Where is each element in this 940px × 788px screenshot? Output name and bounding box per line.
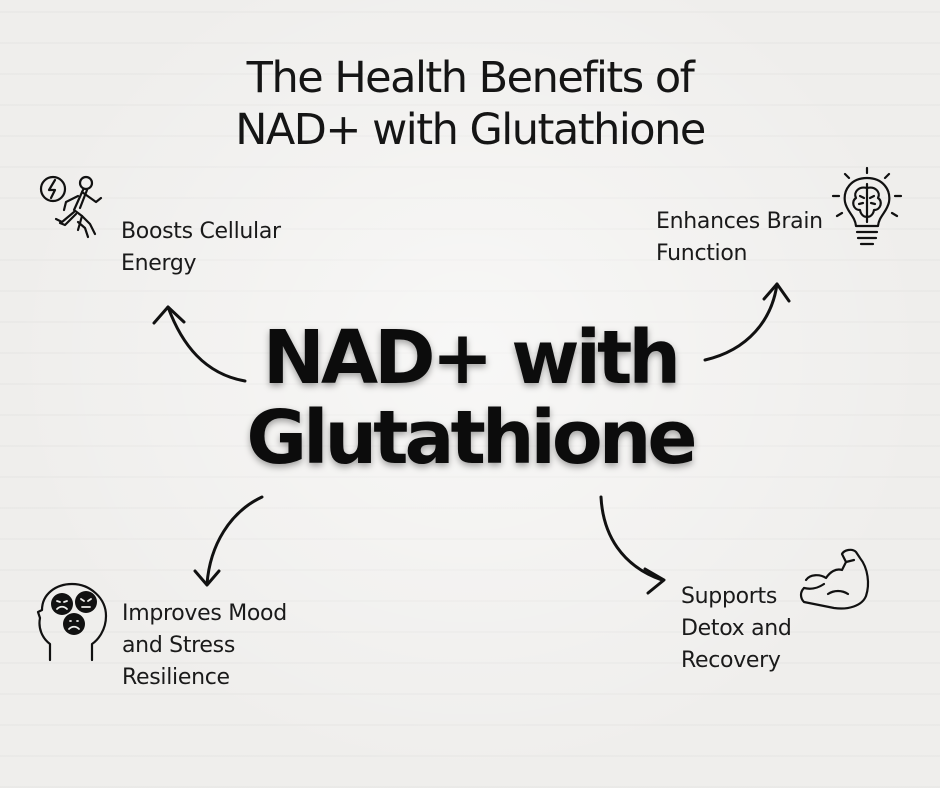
benefit-supports-detox: Supports Detox and Recovery <box>681 581 831 677</box>
central-topic-line-2: Glutathione <box>246 395 697 481</box>
arrowhead-brain <box>762 282 791 303</box>
benefit-mood-line-1: Improves Mood <box>122 601 287 626</box>
title-line-2: NAD+ with Glutathione <box>235 105 706 155</box>
page-title: The Health Benefits of NAD+ with Glutath… <box>120 52 820 156</box>
title-line-1: The Health Benefits of <box>246 53 695 103</box>
benefit-energy-line-1: Boosts Cellular <box>121 219 281 244</box>
running-person-lightning-icon <box>39 175 103 239</box>
benefit-mood-line-2: and Stress <box>122 633 235 658</box>
benefit-improves-mood: Improves Mood and Stress Resilience <box>122 598 332 694</box>
benefit-mood-line-3: Resilience <box>122 665 230 690</box>
brain-lightbulb-icon <box>831 166 903 246</box>
arrowhead-detox <box>643 567 666 595</box>
arrowhead-energy <box>152 305 186 325</box>
arrow-to-detox <box>599 495 664 582</box>
benefit-energy-line-2: Energy <box>121 251 197 276</box>
benefit-brain-line-2: Function <box>656 241 748 266</box>
central-topic-line-1: NAD+ with <box>262 315 681 401</box>
arrow-to-mood <box>205 495 264 586</box>
flexed-arm-icon <box>799 548 870 610</box>
benefit-boosts-cellular-energy: Boosts Cellular Energy <box>121 216 321 280</box>
arrow-to-energy <box>166 305 247 383</box>
head-emotions-icon <box>36 582 108 662</box>
central-topic: NAD+ with Glutathione <box>170 318 770 478</box>
arrow-to-brain <box>703 282 779 362</box>
benefit-detox-line-1: Supports <box>681 584 778 609</box>
benefit-detox-line-3: Recovery <box>681 648 781 673</box>
arrowhead-mood <box>193 569 221 587</box>
benefit-enhances-brain-function: Enhances Brain Function <box>656 206 856 270</box>
benefit-detox-line-2: Detox and <box>681 616 792 641</box>
benefit-brain-line-1: Enhances Brain <box>656 209 823 234</box>
